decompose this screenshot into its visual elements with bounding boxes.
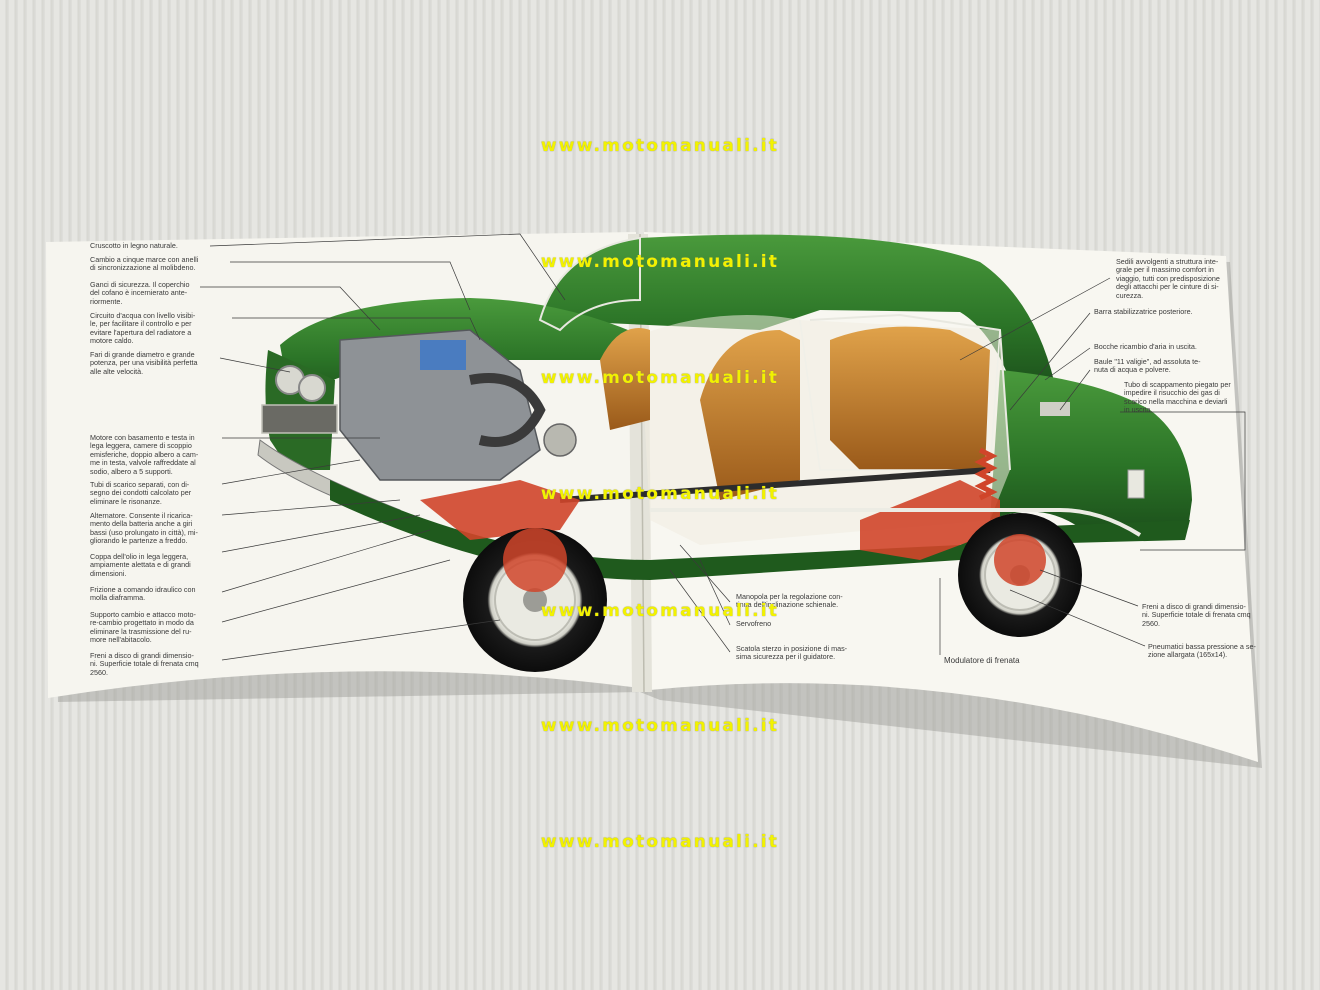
car-cutaway <box>257 234 1192 672</box>
label-gearbox-support: Supporto cambio e attacco moto- re-cambi… <box>90 610 196 645</box>
label-safety-hooks: Ganci di sicurezza. Il coperchio del cof… <box>90 280 190 306</box>
label-steering-box: Scatola sterzo in posizione di mas- sima… <box>736 644 848 662</box>
watermark: www.motomanuali.it <box>540 368 780 388</box>
label-engine: Motore con basamento e testa in lega leg… <box>90 433 199 476</box>
label-tyres: Pneumatici bassa pressione a se- zione a… <box>1148 642 1256 660</box>
watermark: www.motomanuali.it <box>540 832 780 852</box>
label-alternator: Alternatore. Consente il ricarica- mento… <box>90 511 198 546</box>
front-brake-disc <box>503 528 567 592</box>
watermark: www.motomanuali.it <box>540 601 780 621</box>
rear-brake-disc <box>994 534 1046 586</box>
front-seat <box>700 330 800 500</box>
headlight-inner <box>298 374 326 402</box>
label-brake-servo: Servofreno <box>736 619 772 628</box>
label-air-vents: Bocche ricambio d'aria in uscita. <box>1094 342 1197 351</box>
label-tailpipe: Tubo di scappamento piegato per impedire… <box>1124 380 1231 415</box>
label-trunk: Baule "11 valigie", ad assoluta te- nuta… <box>1094 357 1201 375</box>
watermark: www.motomanuali.it <box>540 252 780 272</box>
label-brake-modulator: Modulatore di frenata <box>944 656 1020 665</box>
label-stabilizer-bar: Barra stabilizzatrice posteriore. <box>1094 307 1193 316</box>
label-rear-brakes: Freni a disco di grandi dimensio- ni. Su… <box>1142 602 1251 628</box>
label-front-brakes: Freni a disco di grandi dimensio- ni. Su… <box>90 651 199 677</box>
label-water-circuit: Circuito d'acqua con livello visibi- le,… <box>90 311 196 346</box>
label-oil-sump: Coppa dell'olio in lega leggera, ampiame… <box>90 552 191 578</box>
car-roof <box>540 234 1055 385</box>
rear-seat <box>830 326 990 470</box>
label-seat-recline-knob: Manopola per la regolazione con- tinua d… <box>736 592 843 610</box>
label-seats: Sedili avvolgenti a struttura inte- gral… <box>1116 257 1220 300</box>
rear-spring <box>974 447 998 501</box>
label-dashboard: Cruscotto in legno naturale. <box>90 241 178 250</box>
label-headlights: Fari di grande diametro e grande potenza… <box>90 350 198 376</box>
watermark: www.motomanuali.it <box>540 716 780 736</box>
label-gearbox: Cambio a cinque marce con anelli di sinc… <box>90 255 199 273</box>
watermark: www.motomanuali.it <box>540 484 780 504</box>
grille <box>261 404 338 434</box>
watermark: www.motomanuali.it <box>540 136 780 156</box>
leader-lines-right <box>669 277 1246 655</box>
leader-lines-left <box>200 233 566 661</box>
label-clutch: Frizione a comando idraulico con molla d… <box>90 585 196 603</box>
label-exhaust-pipes: Tubi di scarico separati, con di- segno … <box>90 480 192 506</box>
rear-suspension <box>860 480 1000 560</box>
front-suspension <box>420 480 580 540</box>
